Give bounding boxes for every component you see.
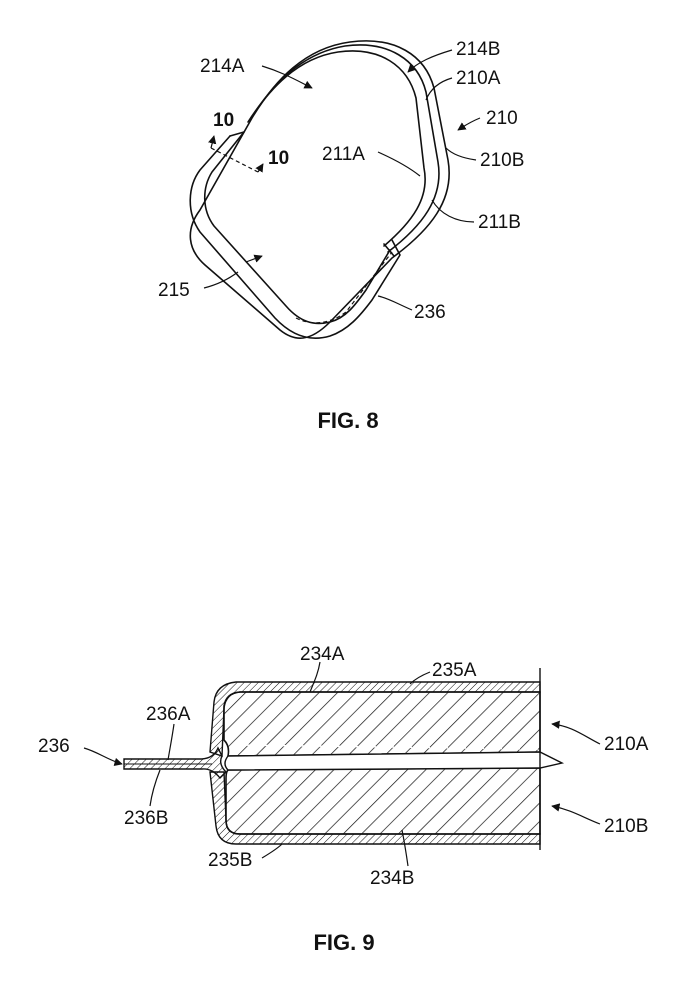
label-236A: 236A [146, 704, 191, 725]
seam-flange-outer [190, 136, 400, 338]
label-214B: 214B [456, 39, 500, 60]
leader-236 [84, 748, 122, 764]
leader-210 [458, 118, 480, 130]
label-210B: 210B [604, 816, 648, 837]
weld-line [296, 252, 392, 323]
label-214A: 214A [200, 56, 245, 77]
label-211B: 211B [478, 212, 521, 233]
figure-9: 234A 235A 236A 236 210A 236B 210B 235B 2… [38, 644, 649, 955]
leader-215-arrow [246, 256, 262, 262]
label-215: 215 [158, 280, 190, 301]
leader-210A [426, 78, 452, 100]
lower-core [226, 768, 540, 834]
section-arrow-left [211, 136, 214, 148]
section-label-top: 10 [213, 110, 234, 131]
leader-210B [446, 148, 476, 160]
seam-end-tab [230, 132, 394, 256]
label-234B: 234B [370, 868, 414, 889]
label-236B: 236B [124, 808, 168, 829]
leader-236 [378, 296, 412, 310]
back-layer-outline [190, 41, 449, 338]
label-210B: 210B [480, 150, 524, 171]
section-line [211, 148, 258, 172]
figure-9-caption: FIG. 9 [313, 930, 374, 955]
label-234A: 234A [300, 644, 345, 665]
section-label-bottom: 10 [268, 148, 289, 169]
leader-211A [378, 152, 420, 176]
leader-215 [204, 272, 238, 288]
figure-8-caption: FIG. 8 [317, 408, 378, 433]
leader-235B [262, 844, 282, 858]
leader-210A [552, 724, 600, 744]
label-210: 210 [486, 108, 518, 129]
label-236: 236 [414, 302, 446, 323]
label-235B: 235B [208, 850, 252, 871]
label-210A: 210A [604, 734, 649, 755]
section-arrow-right [258, 164, 263, 172]
leader-236A [168, 724, 174, 760]
leader-210B [552, 806, 600, 824]
label-236: 236 [38, 736, 70, 757]
leader-214A [262, 66, 312, 88]
label-210A: 210A [456, 68, 501, 89]
layer-split [225, 752, 562, 770]
label-211A: 211A [322, 144, 365, 165]
label-235A: 235A [432, 660, 477, 681]
figure-8: 214A 214B 210A 210 210B 211A 211B 215 23… [158, 39, 524, 433]
leader-236B [150, 770, 160, 806]
